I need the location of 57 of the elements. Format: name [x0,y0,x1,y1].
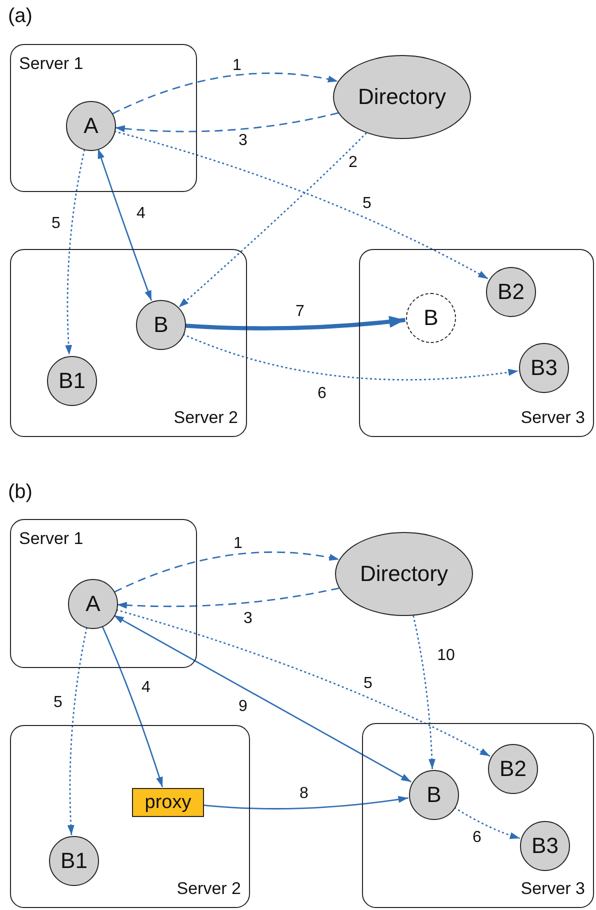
circle-node [520,821,570,871]
arrow [184,316,406,330]
circle-node [66,101,116,151]
circle-node [409,770,459,820]
circle-node [519,343,569,393]
arrow [112,72,338,114]
arrow [454,806,520,839]
node-label: B1 [60,850,88,872]
circle-node [49,836,99,886]
server-label: Server 3 [520,409,585,426]
arrow [114,130,488,280]
arrow [178,132,367,308]
node-label: B3 [530,357,558,379]
arrow [202,796,408,810]
edge-label: 1 [232,58,242,74]
server-label: Server 1 [19,530,84,547]
node-label: B3 [532,835,558,857]
node-label: proxy [144,793,192,812]
arrow [182,334,518,380]
circle-node [486,267,536,317]
arrow [65,149,86,356]
server-box [10,44,197,192]
circle-node [47,356,97,406]
arrow [114,112,338,132]
node-label: Directory [358,86,446,108]
arrow [67,627,88,836]
arrow [113,614,412,782]
node-label: B [426,784,442,806]
circle-node [136,300,186,350]
node-label: A [86,593,100,615]
proxy-box [132,788,204,817]
server-box [362,723,594,908]
server-box [359,249,594,437]
server-box [10,519,197,668]
circle-node [488,744,538,794]
node-label: B [424,307,438,329]
node-label: Directory [360,563,448,585]
arrow [412,615,436,770]
arrow [116,588,340,609]
server-label: Server 2 [176,880,241,897]
circle-node [68,579,118,629]
panel-label: (a) [8,6,32,26]
server-label: Server 2 [174,409,238,426]
node-label: B1 [58,370,86,392]
panel-label: (b) [8,482,32,502]
arrow [97,148,152,301]
node-label: B [154,314,168,336]
arrow [116,609,490,757]
node-label: B2 [500,758,526,780]
server-box [10,249,247,437]
node-label: A [84,115,98,137]
server-label: Server 3 [520,880,585,897]
server-label: Server 1 [19,55,84,72]
node-label: B2 [498,281,524,303]
arrow [114,552,340,593]
arrow [101,626,164,788]
server-box [10,725,250,908]
